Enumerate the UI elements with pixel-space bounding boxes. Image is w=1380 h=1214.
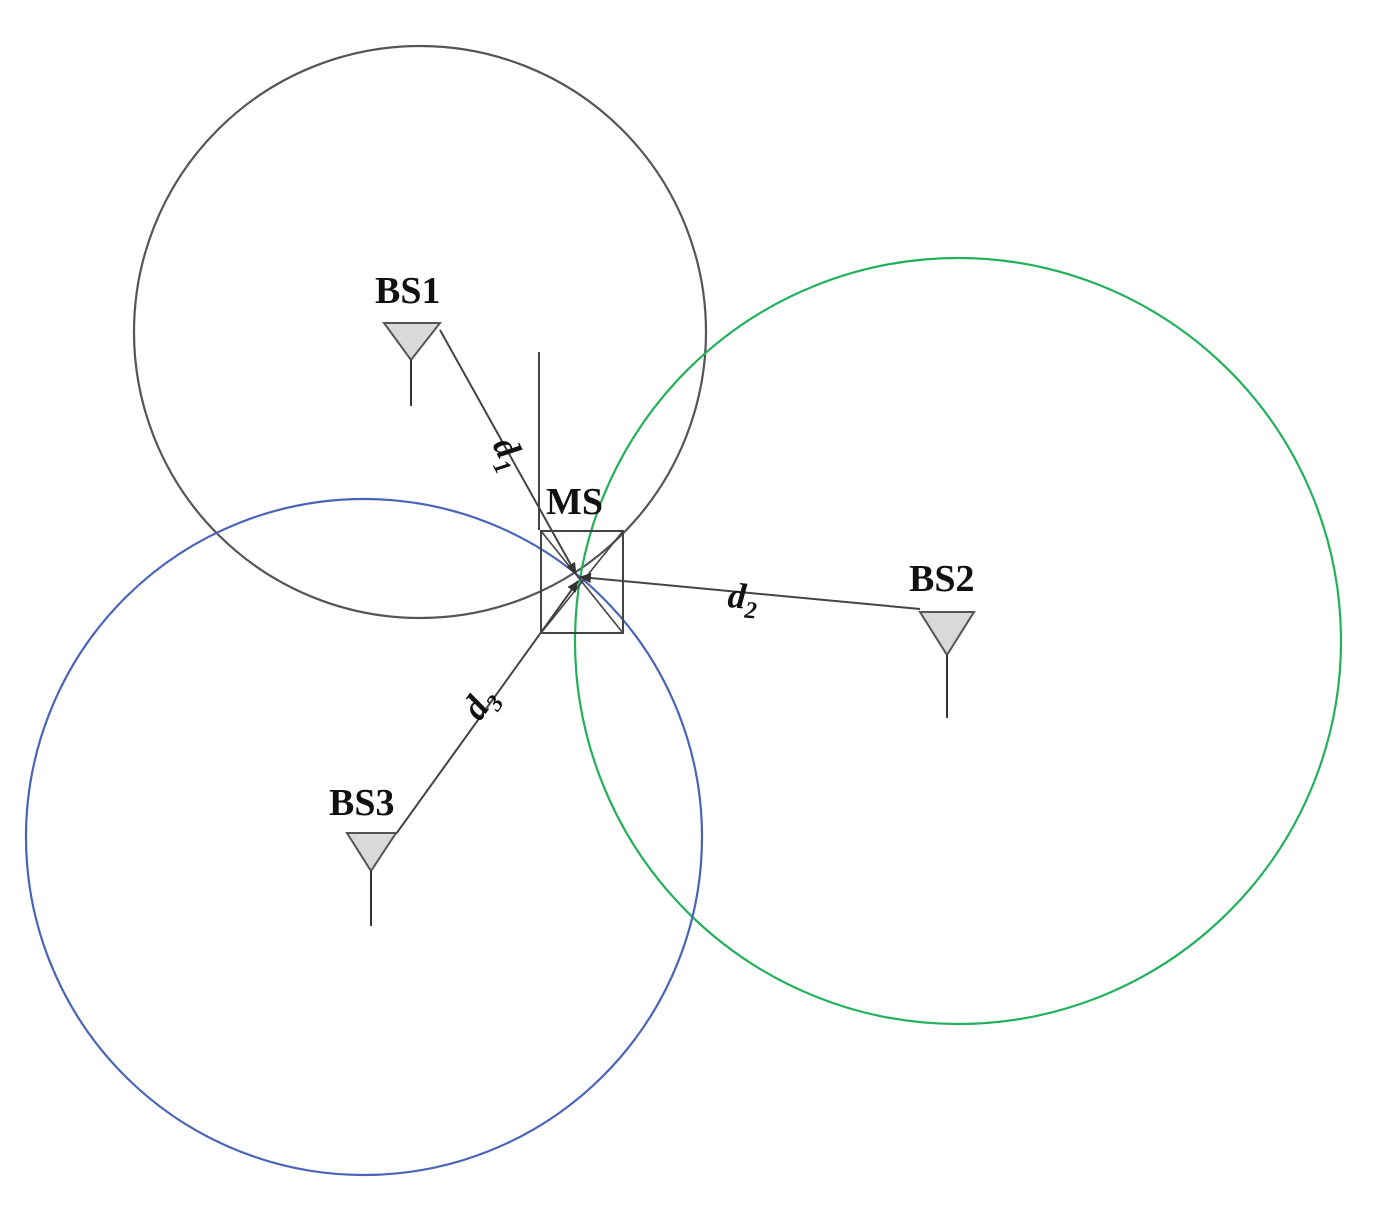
bs3-coverage-circle bbox=[24, 497, 704, 1177]
d3-distance-line bbox=[395, 580, 579, 835]
svg-text:2: 2 bbox=[743, 598, 758, 625]
d1-label: d 1 bbox=[485, 430, 529, 479]
ms-label: MS bbox=[546, 481, 603, 523]
d1-distance-line bbox=[439, 329, 577, 575]
d2-label: d 2 bbox=[726, 575, 758, 625]
bs2-antenna-icon bbox=[918, 611, 976, 718]
ms-box bbox=[540, 530, 624, 634]
bs2-coverage-circle bbox=[573, 256, 1343, 1026]
bs1-antenna-icon bbox=[382, 322, 443, 406]
d2-distance-line bbox=[579, 573, 921, 610]
bs1-label: BS1 bbox=[375, 270, 440, 312]
bs3-antenna-icon bbox=[345, 832, 398, 926]
bs3-label: BS3 bbox=[329, 782, 394, 824]
bs1-coverage-circle bbox=[132, 44, 708, 620]
svg-text:d: d bbox=[726, 575, 748, 617]
bs2-label: BS2 bbox=[909, 558, 974, 600]
